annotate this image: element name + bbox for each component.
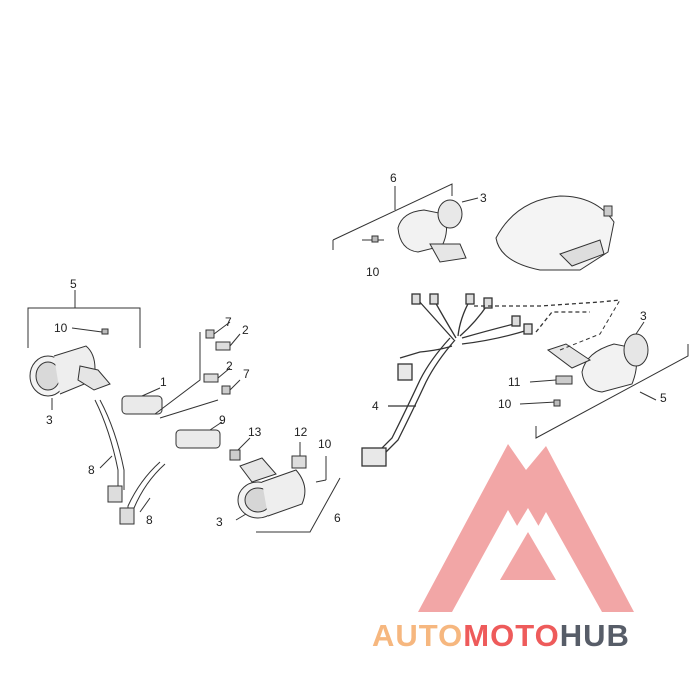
callout-1: 1 (160, 375, 167, 389)
callout-8-left: 8 (88, 463, 95, 477)
callout-3-right: 3 (640, 309, 647, 323)
callout-5-right: 5 (660, 391, 667, 405)
callout-7-mid: 7 (243, 367, 250, 381)
callout-3-bottom: 3 (216, 515, 223, 529)
brand-part-moto: MOTO (463, 618, 560, 653)
main-wiring-harness (361, 293, 621, 467)
callout-11-right: 11 (508, 375, 521, 389)
callout-7-top: 7 (225, 315, 232, 329)
callout-2-top: 2 (242, 323, 249, 337)
callout-10-right: 10 (498, 397, 512, 411)
callout-3-left: 3 (46, 413, 53, 427)
callout-4: 4 (372, 399, 379, 413)
callout-6-bottom: 6 (334, 511, 341, 525)
watermark-brand-text: AUTOMOTOHUB (372, 618, 697, 658)
callout-5-left: 5 (70, 277, 77, 291)
callout-10-left: 10 (54, 321, 68, 335)
left-rear-signal-group (27, 290, 241, 525)
callout-3-top: 3 (480, 191, 487, 205)
watermark-logo (418, 444, 634, 612)
callout-12: 12 (294, 425, 308, 439)
callout-10-mid: 10 (318, 437, 332, 451)
callout-2-mid: 2 (226, 359, 233, 373)
top-front-signal-group (332, 183, 615, 271)
brand-part-auto: AUTO (372, 618, 464, 653)
callout-10-top: 10 (366, 265, 380, 279)
callout-13: 13 (248, 425, 262, 439)
callout-8-mid: 8 (146, 513, 153, 527)
right-rear-signal-group (519, 299, 689, 439)
callout-6-top: 6 (390, 171, 397, 185)
brand-part-hub: HUB (559, 618, 630, 653)
callout-9: 9 (219, 413, 226, 427)
bottom-front-signal-group (229, 437, 341, 533)
